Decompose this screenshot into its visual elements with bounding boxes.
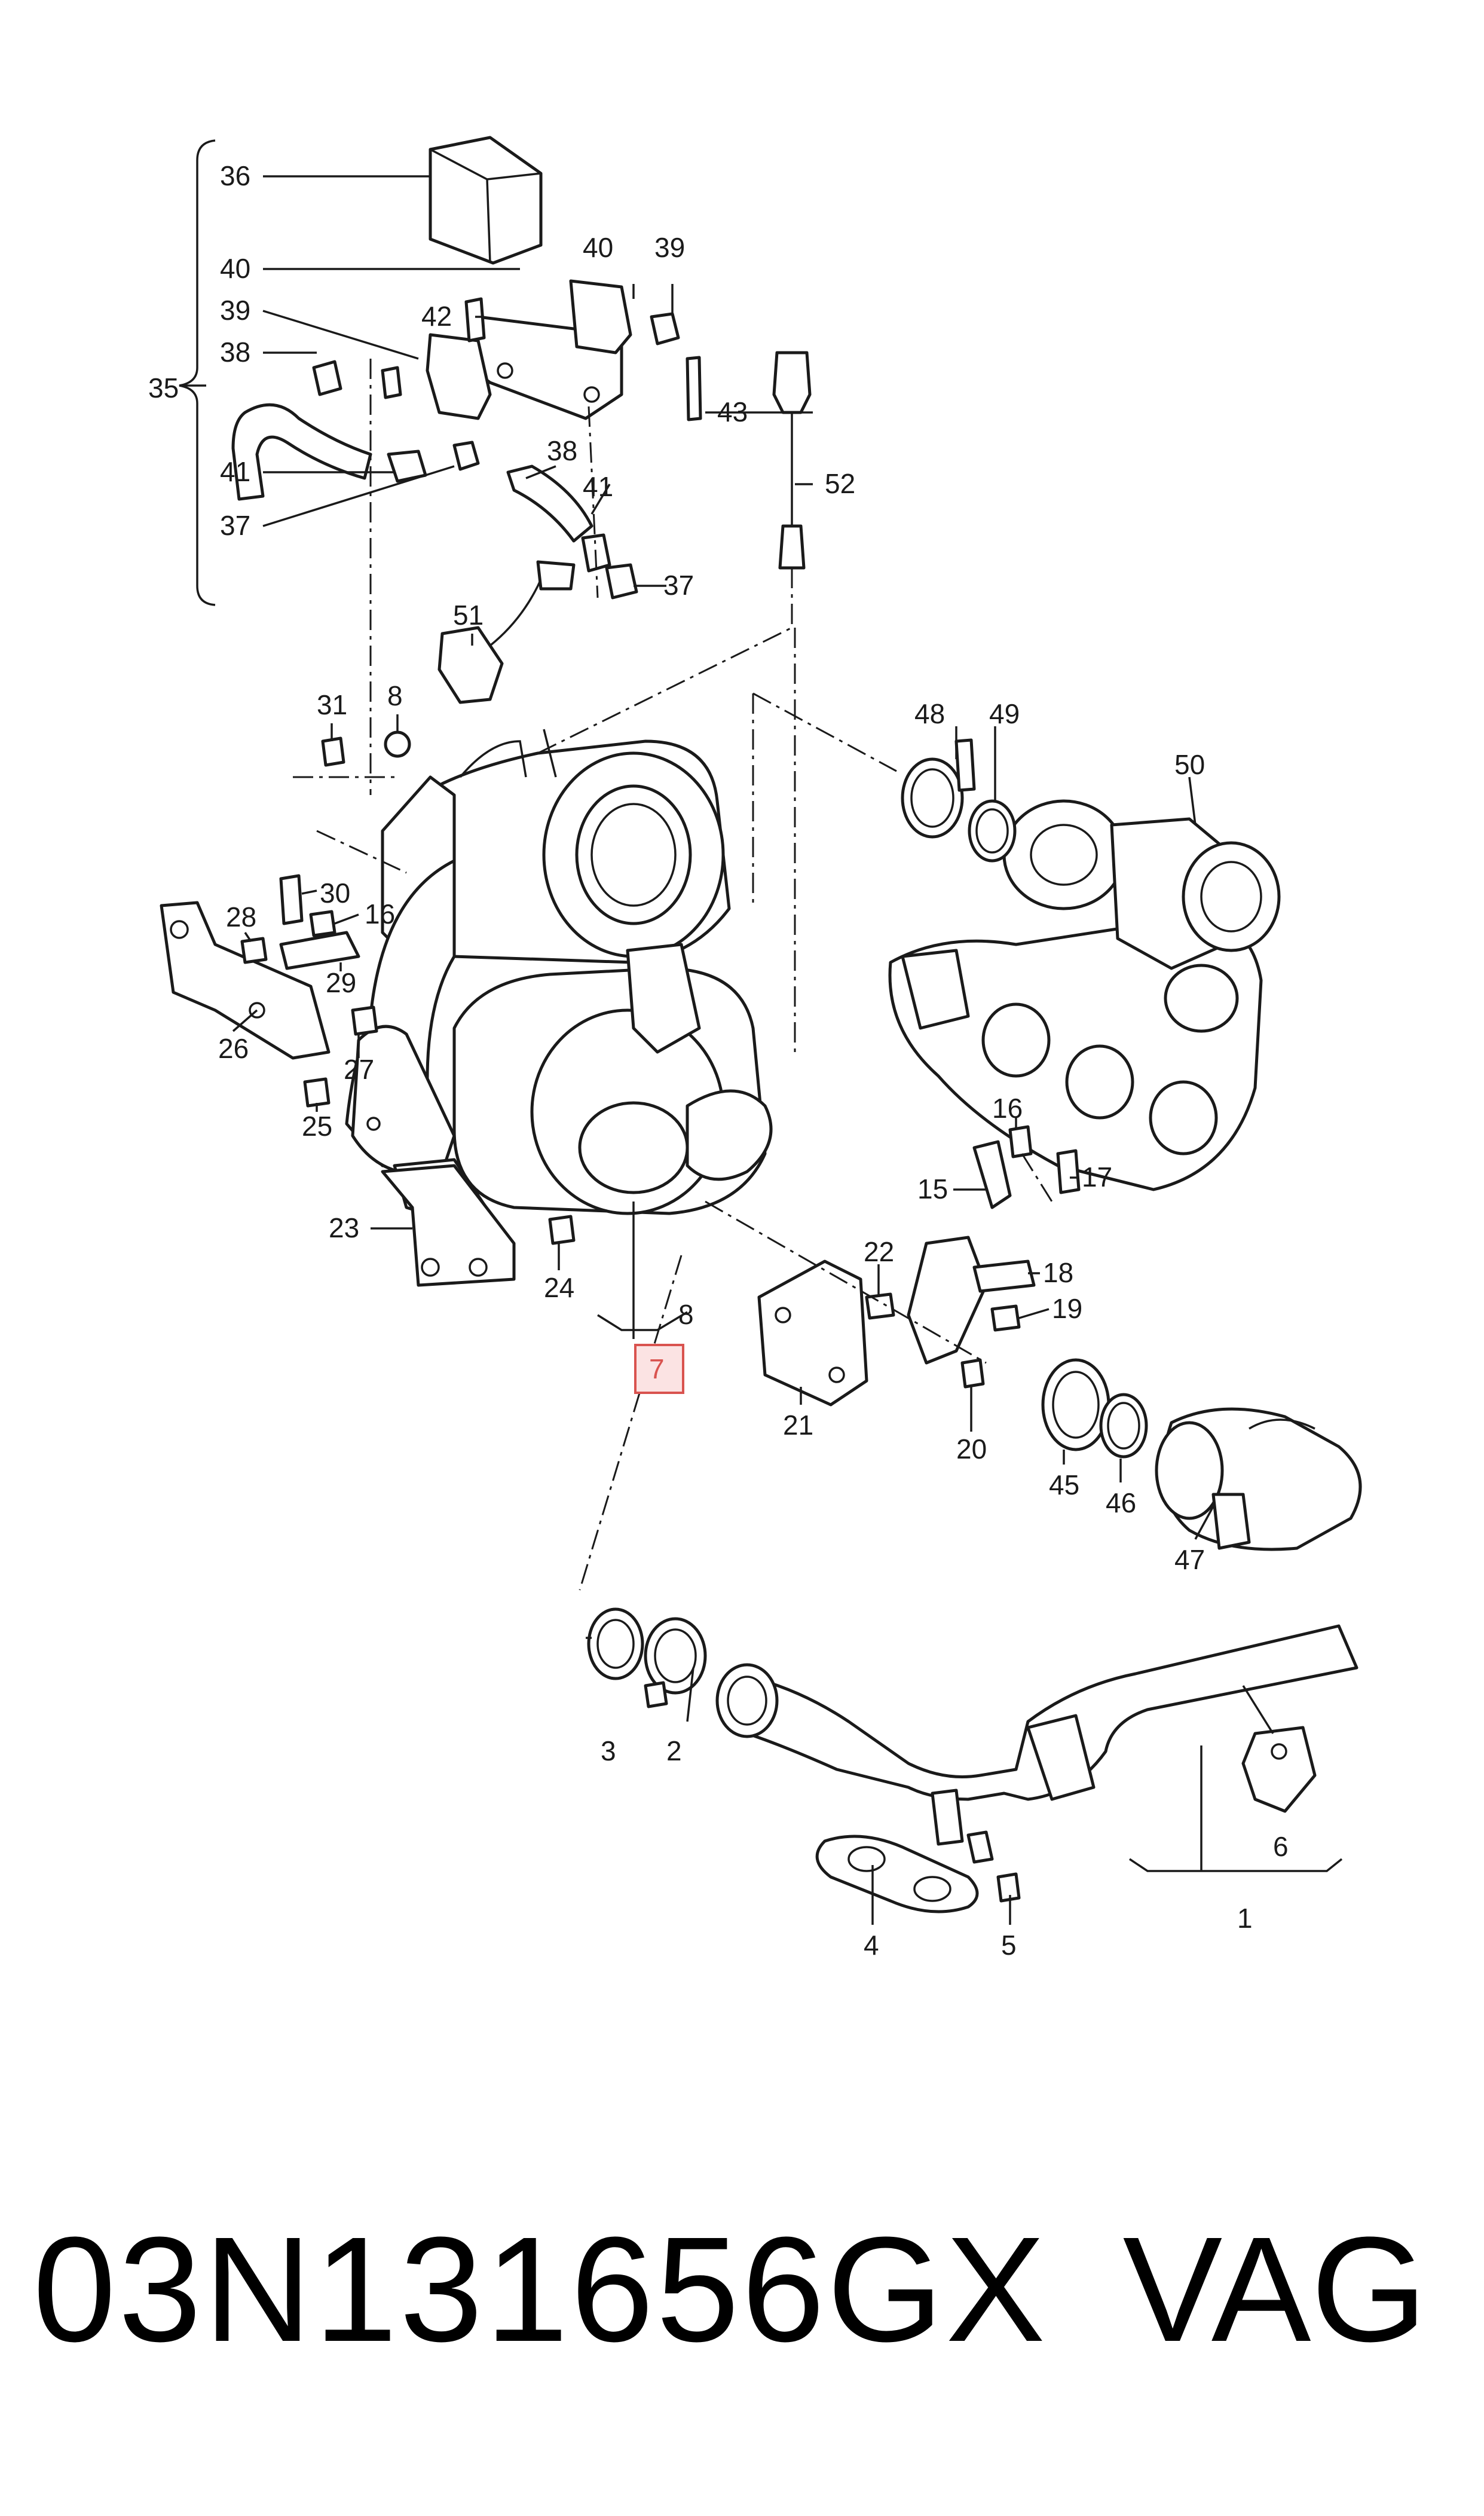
callout-16-right: 16 (992, 1093, 1023, 1124)
clamp-45-gasket-46-pipe-47 (1041, 1358, 1362, 1551)
callout-6: 6 (1273, 1831, 1289, 1862)
particulate-filter-7 (345, 729, 773, 1227)
callout-46: 46 (1106, 1487, 1136, 1518)
callout-20: 20 (956, 1433, 987, 1465)
part-number: 03N131656GX (33, 2206, 1048, 2373)
pressure-sensor-51 (437, 560, 576, 704)
callout-24: 24 (544, 1272, 574, 1303)
callout-48: 48 (914, 698, 945, 729)
callout-1: 1 (1237, 1903, 1253, 1934)
callout-16-left: 16 (365, 898, 395, 930)
callout-42: 42 (421, 301, 452, 332)
temperature-sensor-52 (772, 351, 812, 570)
callout-labels: 36 40 39 38 35 41 37 42 40 39 43 52 38 4… (148, 160, 1289, 1961)
callout-36: 36 (220, 160, 250, 191)
part-caption: 03N131656GX VAG (0, 2206, 1484, 2373)
callout-22: 22 (864, 1236, 894, 1267)
callout-38-right: 38 (547, 435, 577, 466)
callout-29: 29 (326, 967, 356, 998)
callout-27: 27 (344, 1054, 374, 1085)
callout-28: 28 (226, 901, 256, 933)
callout-19: 19 (1052, 1293, 1082, 1324)
group-bracket-35 (179, 139, 216, 606)
callout-47: 47 (1174, 1544, 1205, 1575)
callout-31: 31 (317, 689, 347, 720)
callout-18: 18 (1043, 1257, 1073, 1288)
callout-21: 21 (783, 1410, 813, 1441)
callout-30: 30 (320, 878, 350, 909)
callout-43: 43 (717, 396, 748, 427)
callout-51: 51 (453, 600, 484, 631)
callout-39-left: 39 (220, 295, 250, 326)
callout-45: 45 (1049, 1469, 1079, 1500)
turbocharger-manifold-50 (888, 799, 1281, 1191)
callout-25: 25 (302, 1111, 332, 1142)
mounting-brackets (160, 730, 576, 1287)
callout-35: 35 (148, 372, 179, 403)
pressure-sensor-bracket (231, 136, 702, 600)
clamp-48-gasket-49 (901, 738, 1017, 863)
callout-17: 17 (1082, 1161, 1112, 1193)
callout-5: 5 (1001, 1930, 1017, 1961)
callout-39-right: 39 (654, 232, 685, 263)
callout-49: 49 (989, 698, 1020, 729)
callout-40-right: 40 (583, 232, 613, 263)
callout-41-left: 41 (220, 456, 250, 487)
callout-8-bottom: 8 (678, 1299, 694, 1330)
callout-4: 4 (864, 1930, 879, 1961)
callout-26: 26 (218, 1033, 249, 1064)
exhaust-system-diagram: 36 40 39 38 35 41 37 42 40 39 43 52 38 4… (148, 136, 1362, 1961)
callout-52: 52 (825, 468, 855, 499)
highlighted-callout-box (634, 1344, 684, 1394)
callout-7: 7 (649, 1353, 665, 1384)
support-bracket-group (757, 1125, 1081, 1407)
callout-41-right: 41 (583, 471, 613, 502)
callout-37-left: 37 (220, 510, 250, 541)
callout-2: 2 (666, 1735, 682, 1766)
callout-38-left: 38 (220, 337, 250, 368)
callout-3: 3 (601, 1735, 616, 1766)
front-exhaust-pipe-1 (587, 1607, 1358, 1913)
callout-37-right: 37 (663, 570, 694, 601)
callout-leader-lines (232, 175, 1343, 1925)
callout-40-left: 40 (220, 253, 250, 284)
callout-8-top: 8 (387, 680, 403, 711)
brand-name: VAG (1122, 2206, 1427, 2373)
assembly-guide-lines (293, 359, 1053, 1591)
callout-50: 50 (1174, 749, 1205, 780)
callout-15: 15 (917, 1173, 948, 1204)
callout-23: 23 (329, 1212, 359, 1243)
